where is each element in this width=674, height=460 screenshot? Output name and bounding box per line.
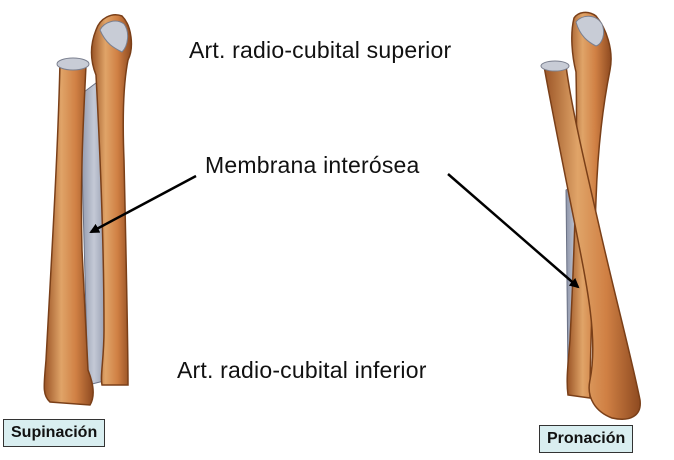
radius-head-left: [56, 57, 90, 71]
radius-right: [543, 65, 641, 420]
label-superior-joint: Art. radio-cubital superior: [189, 37, 452, 63]
label-interosseous-membrane: Membrana interósea: [205, 152, 420, 178]
tag-pronation: Pronación: [539, 425, 634, 453]
arrow-to-left-membrane: [89, 174, 197, 234]
olecranon-cartilage-left: [99, 20, 129, 53]
supination-forearm: [43, 14, 133, 406]
radius-head-right: [540, 60, 570, 72]
tag-supination: Supinación: [3, 419, 106, 447]
olecranon-cartilage-right: [575, 15, 605, 47]
ulna-left: [90, 14, 133, 386]
radius-left: [43, 61, 94, 406]
label-inferior-joint: Art. radio-cubital inferior: [177, 357, 427, 383]
pronation-forearm: [540, 11, 641, 420]
arrow-to-right-membrane: [447, 173, 580, 289]
